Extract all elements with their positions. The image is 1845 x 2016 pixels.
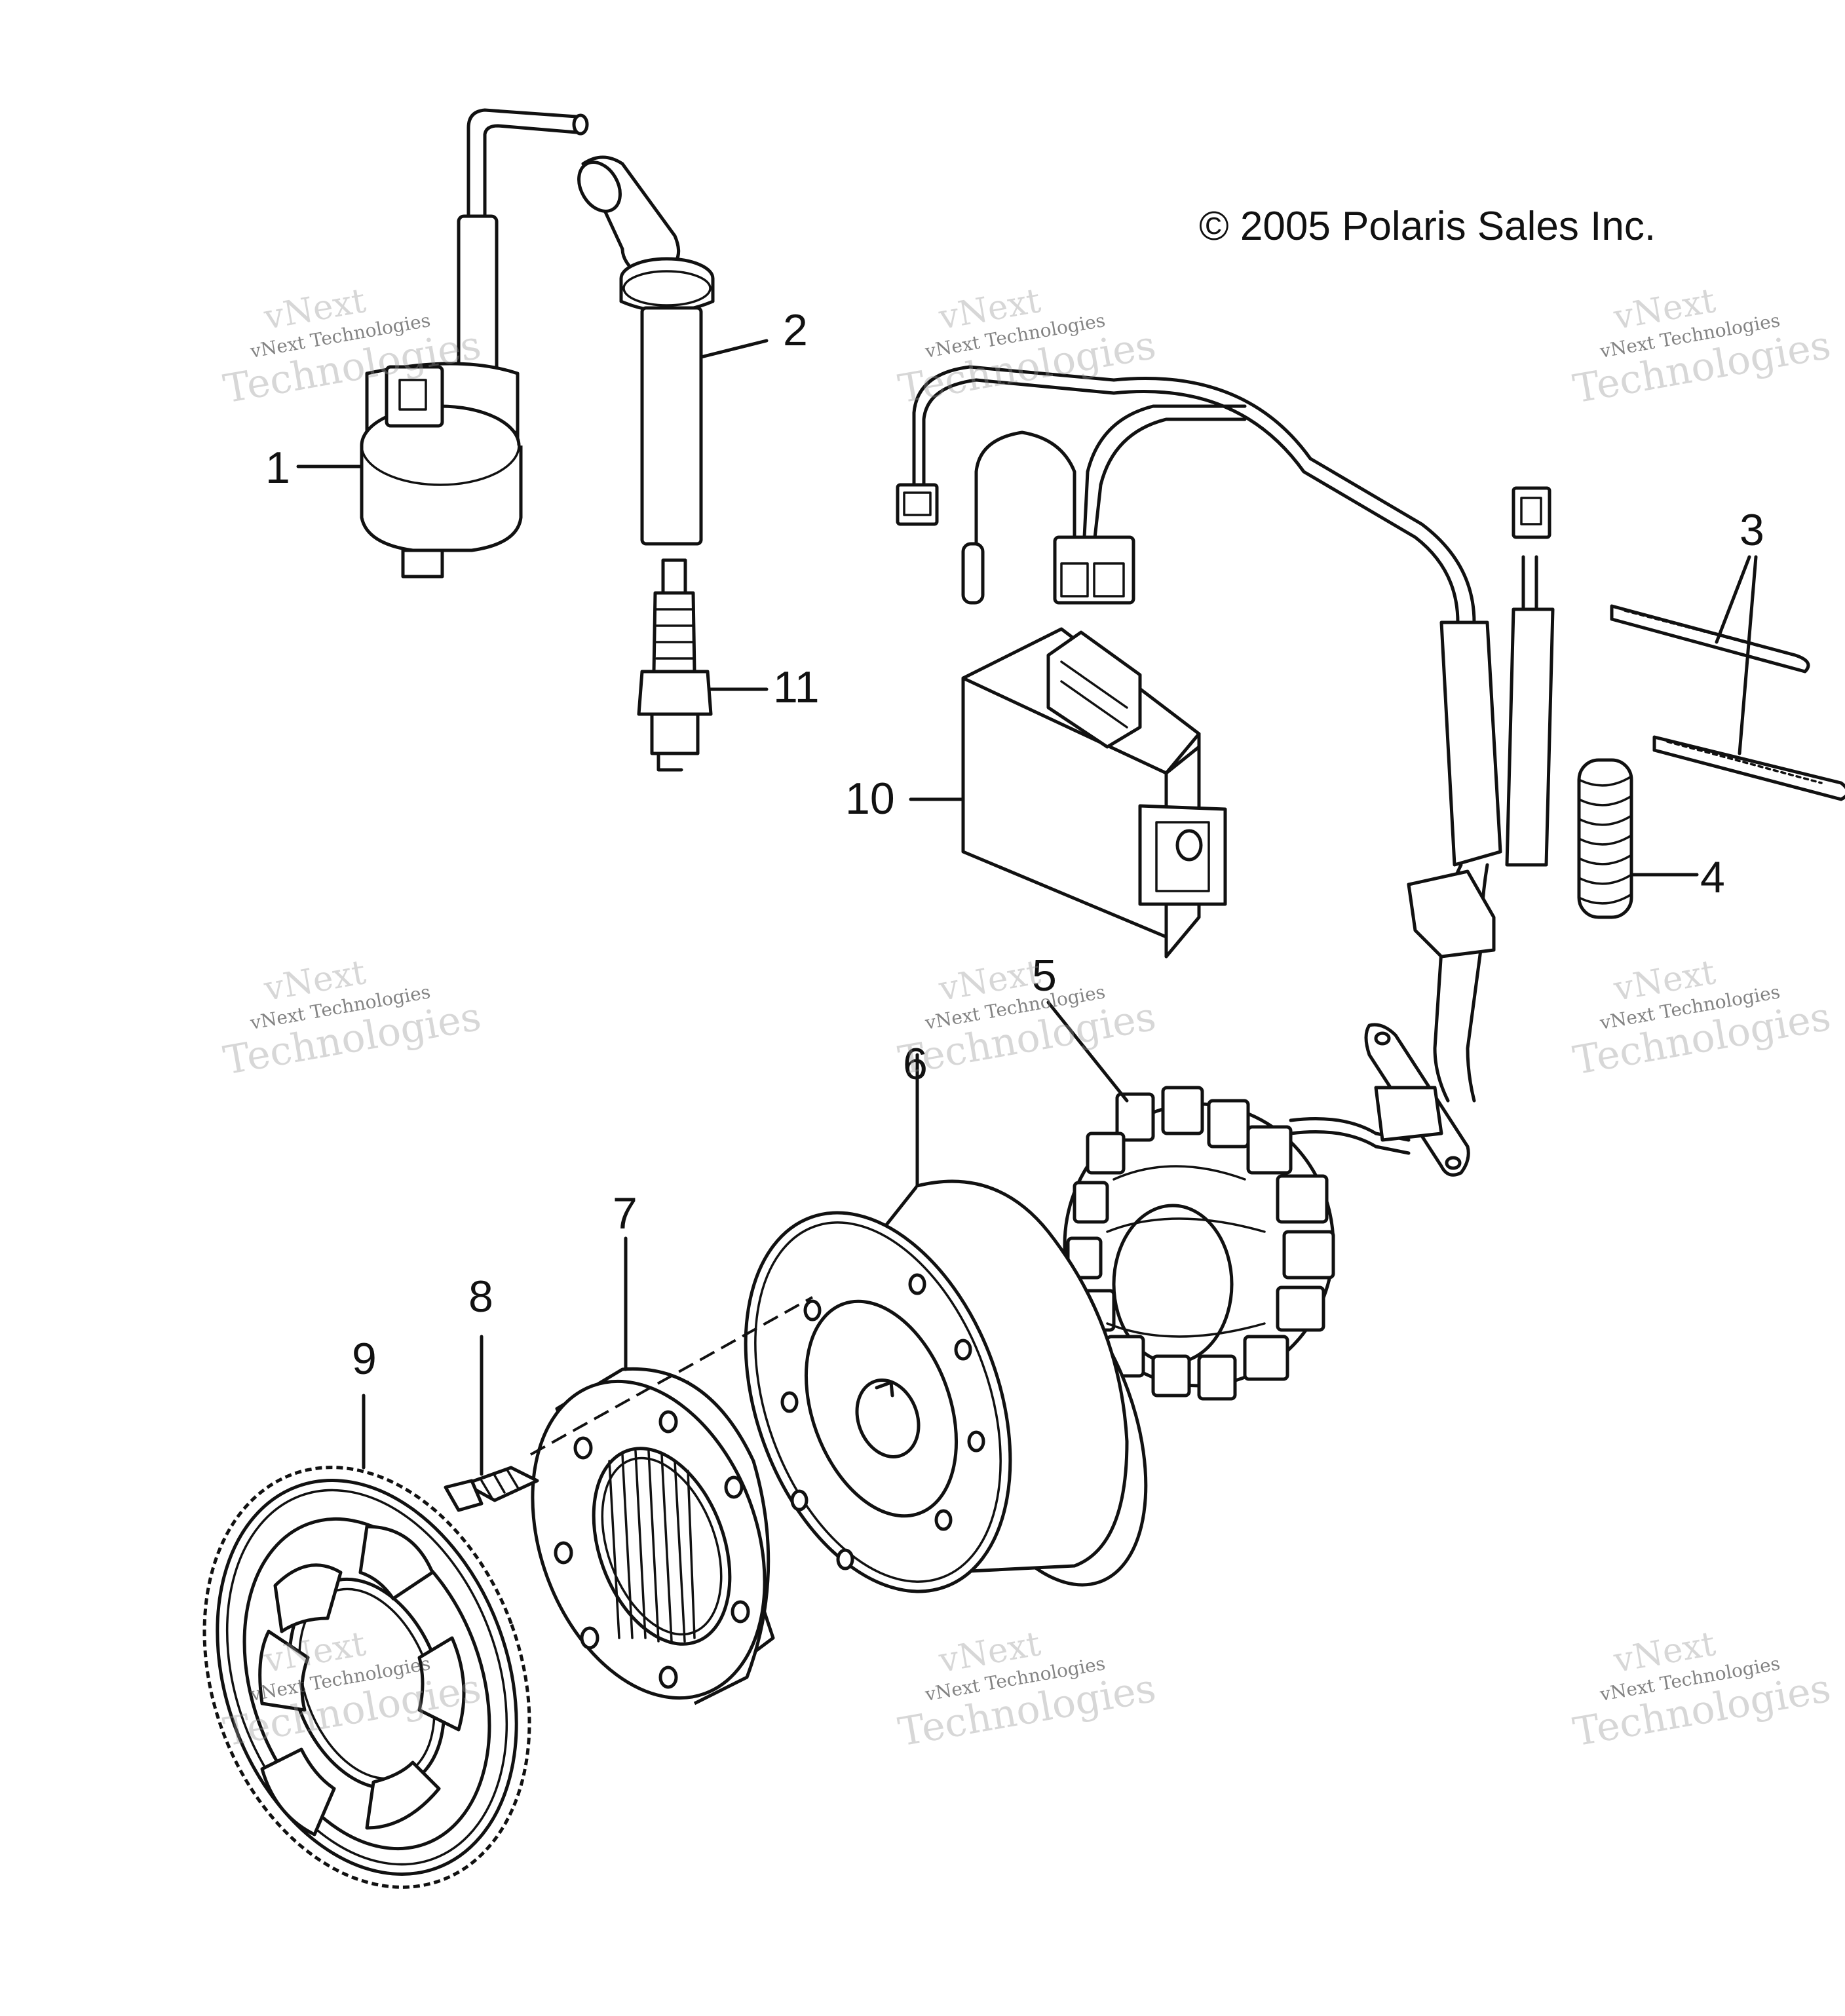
callout-6: 6: [903, 1039, 928, 1089]
spiral-wrap-part: [1577, 758, 1699, 919]
spark-plug-part: [637, 558, 769, 772]
starter-gear-part: [202, 1394, 531, 1889]
callout-9: 9: [352, 1334, 377, 1384]
ignition-coil-part: [360, 108, 589, 579]
copyright-notice: © 2005 Polaris Sales Inc.: [1199, 204, 1656, 249]
callout-8: 8: [468, 1272, 493, 1322]
callout-7: 7: [613, 1189, 637, 1238]
flywheel-part: [744, 1053, 1148, 1593]
starter-clutch-part: [530, 1236, 813, 1705]
callout-2: 2: [783, 305, 808, 355]
stator-part: [1046, 1000, 1470, 1401]
cdi-module-part: [909, 627, 1227, 959]
callout-4: 4: [1700, 852, 1725, 902]
callout-1: 1: [265, 443, 290, 493]
callout-10: 10: [845, 774, 895, 824]
callout-5: 5: [1032, 951, 1057, 1000]
spark-plug-cap-part: [577, 155, 769, 546]
wire-harness-part: [896, 365, 1555, 1103]
bolt-part: [444, 1335, 539, 1512]
callout-3: 3: [1740, 505, 1764, 555]
callout-11: 11: [773, 662, 820, 712]
tie-strap-part: [1610, 555, 1845, 801]
